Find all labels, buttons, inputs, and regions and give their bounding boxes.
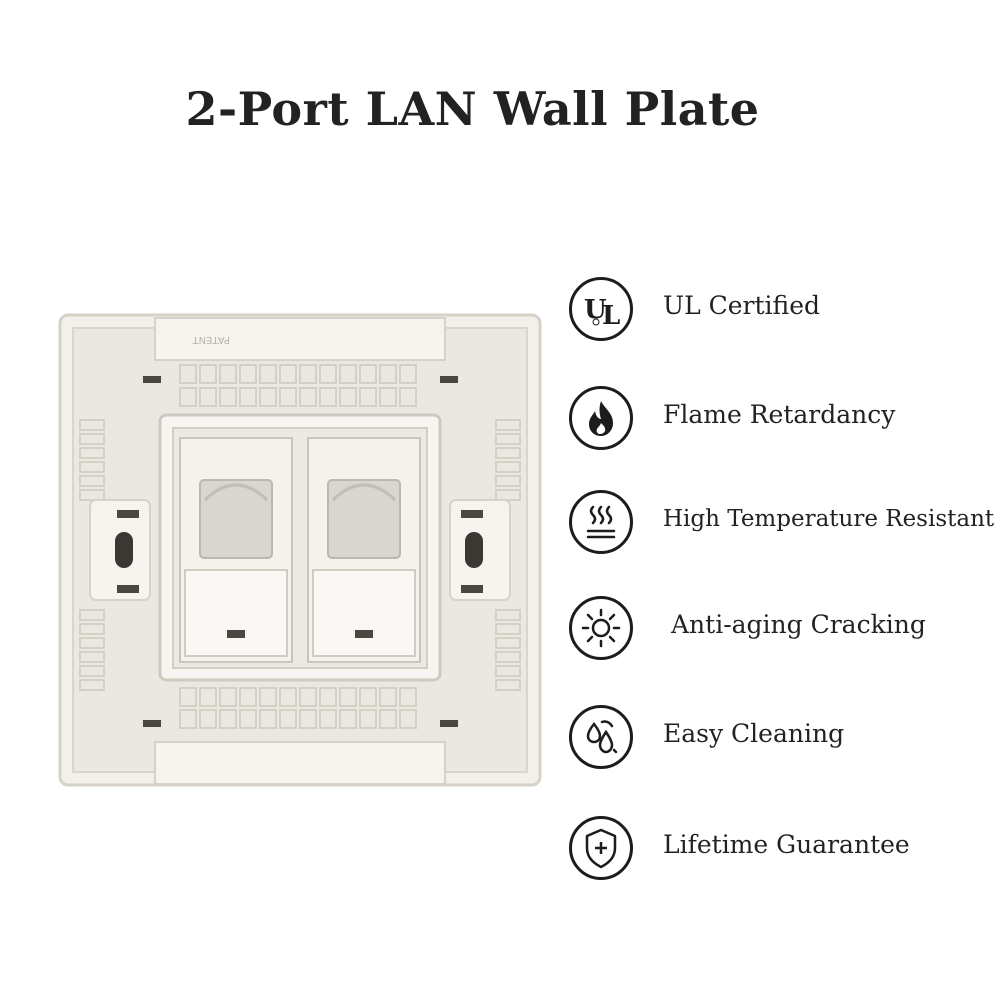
- feature-ul-certified: U L UL Certified: [565, 277, 995, 349]
- plate-grid-cell: [279, 364, 297, 384]
- plate-grid-cell: [359, 709, 377, 729]
- plate-grid-cell: [495, 665, 521, 677]
- plate-grid-cell: [299, 709, 317, 729]
- plate-grid-cell: [299, 387, 317, 407]
- plate-grid-cell: [399, 687, 417, 707]
- plate-grid-cell: [219, 709, 237, 729]
- feature-label: UL Certified: [663, 291, 821, 320]
- wall-plate-image: PATENT: [55, 310, 545, 790]
- plate-grid-cell: [239, 709, 257, 729]
- plate-grid-cell: [79, 609, 105, 621]
- plate-grid-cell: [495, 419, 521, 431]
- embossed-text: PATENT: [192, 334, 230, 345]
- plate-grid-cell: [495, 489, 521, 501]
- plate-grid-cell: [495, 679, 521, 691]
- feature-easy-cleaning: Easy Cleaning: [565, 705, 995, 777]
- heat-icon: [569, 490, 633, 554]
- plate-grid-cell: [319, 364, 337, 384]
- plate-grid-cell: [359, 364, 377, 384]
- plate-grid-cell: [495, 461, 521, 473]
- plate-grid-cell: [399, 364, 417, 384]
- plate-grid-cell: [259, 687, 277, 707]
- feature-label: Lifetime Guarantee: [663, 830, 910, 859]
- feature-flame-retardancy: Flame Retardancy: [565, 386, 995, 458]
- plate-grid-cell: [199, 364, 217, 384]
- plate-grid-cell: [239, 364, 257, 384]
- feature-label: Anti-aging Cracking: [671, 610, 926, 639]
- plate-grid-cell: [79, 637, 105, 649]
- svg-text:L: L: [602, 301, 620, 331]
- plate-grid-cell: [179, 687, 197, 707]
- plate-grid-cell: [399, 387, 417, 407]
- plate-grid-cell: [339, 709, 357, 729]
- plate-grid-cell: [399, 709, 417, 729]
- plate-grid-cell: [299, 687, 317, 707]
- plate-grid-cell: [79, 651, 105, 663]
- feature-label: Easy Cleaning: [663, 719, 845, 748]
- plate-grid-cell: [219, 364, 237, 384]
- plate-grid-cell: [79, 461, 105, 473]
- plate-grid-cell: [239, 687, 257, 707]
- plate-grid-cell: [79, 419, 105, 431]
- plate-grid-cell: [379, 387, 397, 407]
- water-drop-icon: [569, 705, 633, 769]
- plate-grid-cell: [495, 447, 521, 459]
- plate-grid-cell: [259, 709, 277, 729]
- plate-grid-cell: [179, 387, 197, 407]
- plate-grid-cell: [79, 665, 105, 677]
- plate-grid-cell: [339, 687, 357, 707]
- plate-grid-cell: [79, 475, 105, 487]
- plate-grid-cell: [259, 364, 277, 384]
- shield-plus-icon: [569, 816, 633, 880]
- plate-grid-cell: [379, 687, 397, 707]
- flame-icon: [569, 386, 633, 450]
- ul-certified-icon: U L: [569, 277, 633, 341]
- sun-icon: [569, 596, 633, 660]
- plate-grid-cell: [379, 709, 397, 729]
- plate-grid-cell: [495, 433, 521, 445]
- plate-grid-cell: [79, 623, 105, 635]
- plate-grid-cell: [359, 387, 377, 407]
- plate-grid-cell: [495, 475, 521, 487]
- plate-grid-cell: [199, 709, 217, 729]
- plate-grid-cell: [199, 387, 217, 407]
- plate-grid-cell: [179, 709, 197, 729]
- plate-grid-cell: [179, 364, 197, 384]
- page-title: 2-Port LAN Wall Plate: [185, 82, 760, 136]
- plate-grid-cell: [495, 651, 521, 663]
- plate-grid-cell: [299, 364, 317, 384]
- plate-grid-cell: [79, 489, 105, 501]
- feature-label: Flame Retardancy: [663, 400, 896, 429]
- plate-grid-cell: [319, 387, 337, 407]
- plate-grid-cell: [359, 687, 377, 707]
- plate-grid-cell: [495, 637, 521, 649]
- feature-list: U L UL Certified Flame Retardancy: [565, 0, 995, 1000]
- plate-grid-cell: [279, 387, 297, 407]
- plate-grid-cell: [495, 609, 521, 621]
- plate-grid-cell: [339, 387, 357, 407]
- plate-grid-cell: [319, 687, 337, 707]
- plate-grid-cell: [79, 433, 105, 445]
- plate-grid-cell: [279, 687, 297, 707]
- wall-plate-drawing: PATENT: [58, 313, 542, 787]
- plate-grid-cell: [219, 687, 237, 707]
- feature-label: High Temperature Resistant: [663, 506, 995, 532]
- plate-grid-cell: [495, 623, 521, 635]
- plate-grid-cell: [219, 387, 237, 407]
- plate-grid-cell: [339, 364, 357, 384]
- plate-grid-cell: [319, 709, 337, 729]
- plate-grid-cell: [239, 387, 257, 407]
- plate-grid-cell: [79, 447, 105, 459]
- plate-grid-cell: [379, 364, 397, 384]
- plate-grid-cell: [259, 387, 277, 407]
- plate-grid-cell: [199, 687, 217, 707]
- feature-anti-aging: Anti-aging Cracking: [565, 596, 995, 668]
- plate-grid-cell: [279, 709, 297, 729]
- svg-text:U: U: [584, 295, 607, 325]
- feature-high-temperature: High Temperature Resistant: [565, 490, 995, 562]
- plate-grid-cell: [79, 679, 105, 691]
- feature-lifetime-guarantee: Lifetime Guarantee: [565, 816, 995, 888]
